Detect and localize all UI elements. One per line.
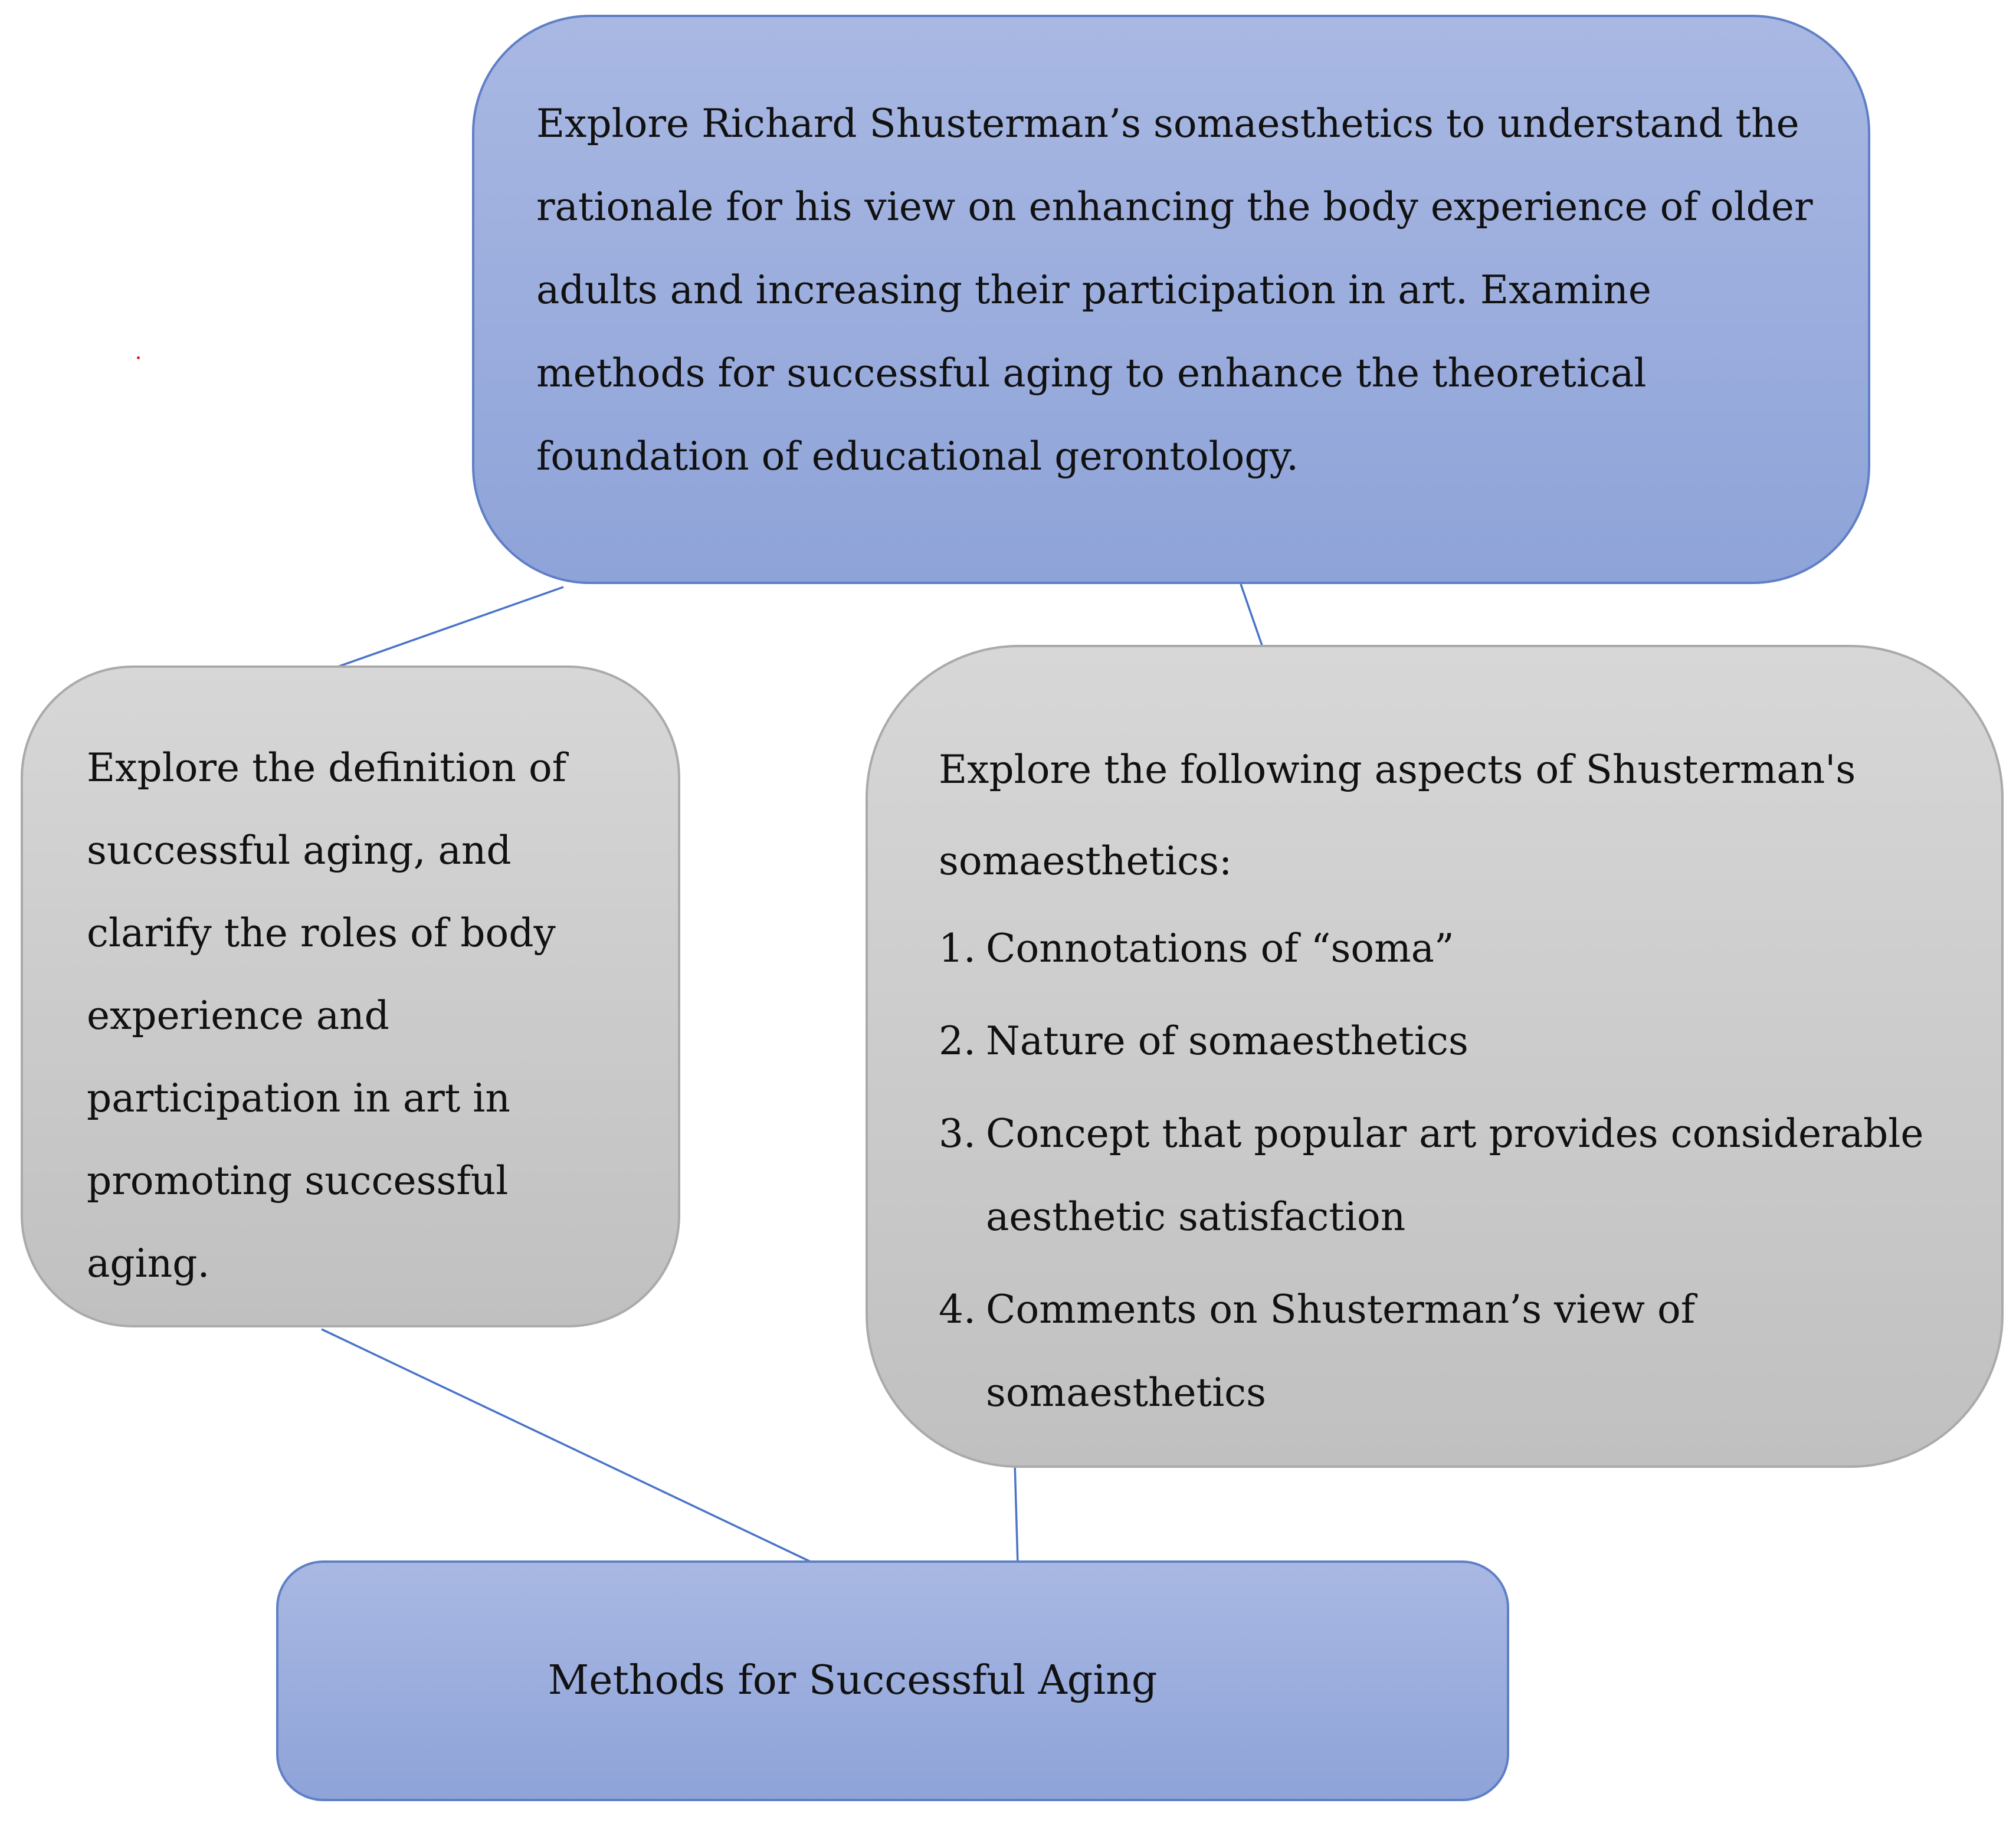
list-item-number: 4. (939, 1287, 976, 1332)
node-left-successful-aging-definition: Explore the definition of successful agi… (21, 665, 680, 1327)
list-item: 4. Comments on Shusterman’s view of soma… (939, 1268, 1966, 1434)
node-right-intro: Explore the following aspects of Shuster… (939, 747, 1856, 884)
stray-red-dot (137, 356, 140, 359)
list-item: 1. Connotations of “soma” (939, 907, 1966, 990)
node-bottom-methods: Methods for Successful Aging (276, 1560, 1509, 1801)
list-item-text: Connotations of “soma” (986, 926, 1454, 971)
connector-left-to-bottom (321, 1328, 815, 1565)
node-top-text: Explore Richard Shusterman’s somaestheti… (536, 101, 1813, 479)
node-right-somaesthetics-aspects: Explore the following aspects of Shuster… (866, 645, 2004, 1468)
list-item-number: 1. (939, 926, 976, 971)
list-item-text: Nature of somaesthetics (986, 1018, 1468, 1064)
list-item-number: 2. (939, 1018, 976, 1064)
list-item: 3. Concept that popular art provides con… (939, 1092, 1966, 1258)
aspects-list: 1. Connotations of “soma” 2. Nature of s… (939, 907, 1966, 1434)
list-item-text: Comments on Shusterman’s view of somaest… (986, 1287, 1696, 1415)
node-bottom-text: Methods for Successful Aging (548, 1657, 1158, 1704)
list-item-text: Concept that popular art provides consid… (986, 1111, 1924, 1240)
list-item-number: 3. (939, 1111, 976, 1156)
node-left-text: Explore the definition of successful agi… (87, 745, 567, 1286)
list-item: 2. Nature of somaesthetics (939, 999, 1966, 1083)
node-top-research-purpose: Explore Richard Shusterman’s somaestheti… (472, 15, 1870, 584)
